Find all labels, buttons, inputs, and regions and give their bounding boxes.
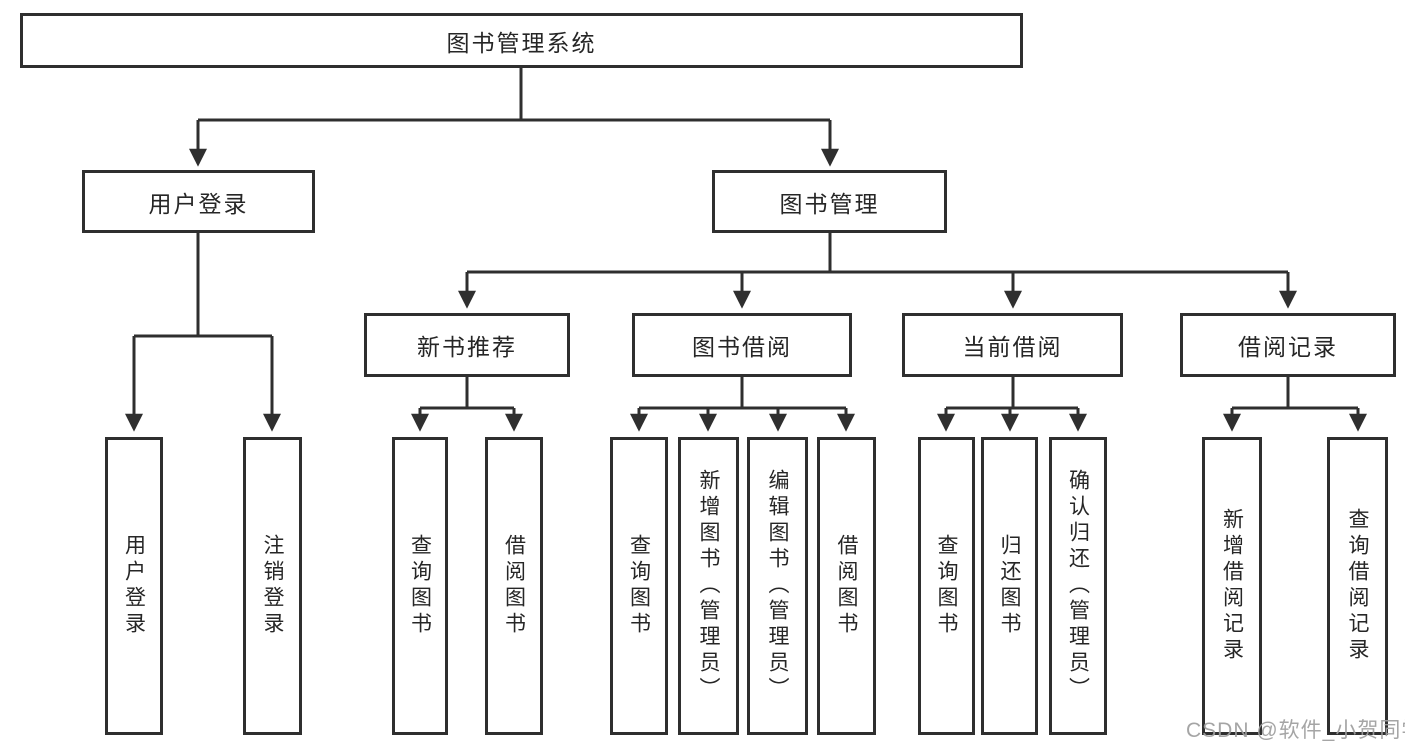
- node-root-system: 图书管理系统: [20, 13, 1023, 68]
- leaf-current-confirm-return-admin: 确认归还（管理员）: [1049, 437, 1107, 735]
- leaf-borrow-edit-book-admin: 编辑图书（管理员）: [747, 437, 808, 735]
- leaf-newbook-borrow: 借阅图书: [485, 437, 543, 735]
- node-book-management: 图书管理: [712, 170, 947, 233]
- leaf-record-add: 新增借阅记录: [1202, 437, 1262, 735]
- node-borrow-record: 借阅记录: [1180, 313, 1396, 377]
- leaf-record-query: 查询借阅记录: [1327, 437, 1388, 735]
- leaf-newbook-query: 查询图书: [392, 437, 448, 735]
- node-new-book-recommend: 新书推荐: [364, 313, 570, 377]
- leaf-borrow-borrow-book: 借阅图书: [817, 437, 876, 735]
- leaf-borrow-query-book: 查询图书: [610, 437, 668, 735]
- node-user-login: 用户登录: [82, 170, 315, 233]
- csdn-watermark: CSDN @软件_小贺同学: [1186, 719, 1405, 742]
- leaf-current-query-book: 查询图书: [918, 437, 975, 735]
- leaf-user-login: 用户登录: [105, 437, 163, 735]
- node-book-borrow: 图书借阅: [632, 313, 852, 377]
- leaf-logout: 注销登录: [243, 437, 302, 735]
- node-current-borrow: 当前借阅: [902, 313, 1123, 377]
- leaf-borrow-add-book-admin: 新增图书（管理员）: [678, 437, 739, 735]
- leaf-current-return-book: 归还图书: [981, 437, 1038, 735]
